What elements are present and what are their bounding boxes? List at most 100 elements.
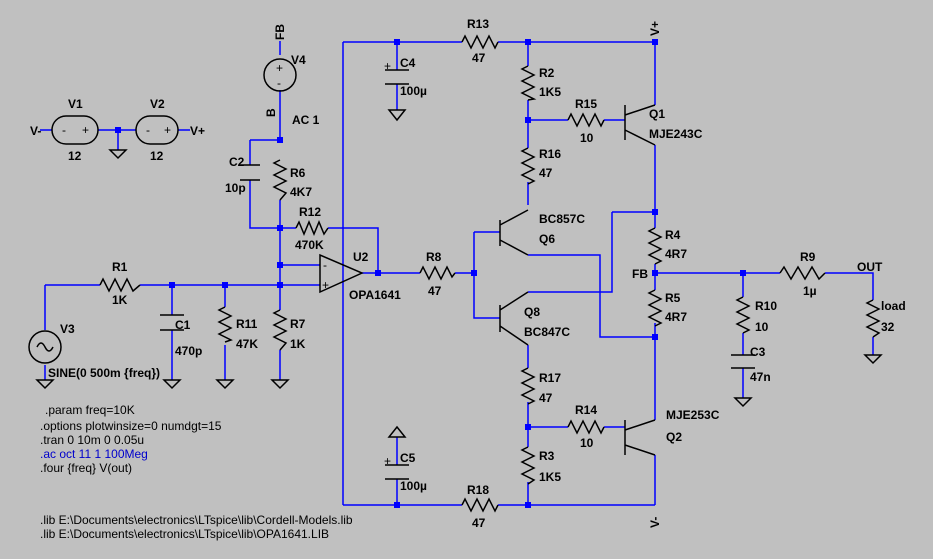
- junctions: [115, 39, 746, 508]
- v4-value: AC 1: [292, 113, 320, 127]
- c3-name: C3: [750, 345, 766, 359]
- capacitor-c2[interactable]: [240, 164, 260, 181]
- directive-options: .options plotwinsize=0 numdgt=15: [40, 419, 222, 433]
- fb-label-top: FB: [273, 24, 287, 40]
- directive-four: .four {freq} V(out): [40, 461, 132, 475]
- q2-name: Q2: [666, 430, 682, 444]
- svg-text:-: -: [146, 123, 150, 137]
- resistor-r1[interactable]: [99, 277, 141, 293]
- resistor-r15[interactable]: [567, 112, 605, 128]
- out-label: OUT: [857, 260, 883, 274]
- c4-value: 100µ: [400, 84, 427, 98]
- resistor-r17[interactable]: [520, 367, 536, 405]
- q2-part: MJE253C: [666, 408, 720, 422]
- r7-value: 1K: [290, 337, 306, 351]
- r5-name: R5: [665, 291, 681, 305]
- resistor-r14[interactable]: [567, 419, 605, 435]
- spice-directives[interactable]: .param freq=10K .options plotwinsize=0 n…: [40, 403, 353, 541]
- r9-name: R9: [800, 250, 816, 264]
- svg-text:+: +: [82, 123, 89, 137]
- capacitor-c5[interactable]: +: [384, 454, 409, 480]
- capacitor-c4[interactable]: +: [384, 59, 409, 85]
- r4-name: R4: [665, 228, 681, 242]
- v1-name: V1: [68, 97, 83, 111]
- c1-value: 470p: [175, 344, 202, 358]
- r11-name: R11: [236, 317, 258, 331]
- c5-name: C5: [400, 451, 416, 465]
- load-value: 32: [881, 320, 895, 334]
- resistor-r10[interactable]: [735, 296, 751, 334]
- component-labels: FB V4 B AC 1 C4 100µ R13 47 V+ R2 1K5 R1…: [30, 17, 906, 530]
- resistor-r2[interactable]: [520, 65, 537, 101]
- q8-name: Q8: [524, 305, 540, 319]
- resistor-r6[interactable]: [272, 159, 288, 201]
- capacitor-c1[interactable]: [160, 314, 184, 331]
- c1-name: C1: [175, 318, 191, 332]
- r17-name: R17: [539, 371, 561, 385]
- r16-value: 47: [539, 166, 553, 180]
- c3-value: 47n: [750, 370, 771, 384]
- q1-value: MJE243C: [649, 127, 703, 141]
- source-v3[interactable]: [28, 330, 62, 364]
- r15-name: R15: [575, 97, 597, 111]
- r13-name: R13: [467, 17, 489, 31]
- r12-value: 470K: [295, 238, 324, 252]
- c2-name: C2: [229, 155, 245, 169]
- resistor-r12[interactable]: [295, 220, 329, 236]
- resistor-r18[interactable]: [461, 497, 499, 513]
- r6-value: 4K7: [290, 185, 312, 199]
- svg-text:+: +: [164, 123, 171, 137]
- v4-node: B: [264, 108, 278, 117]
- directive-lib-cordell: .lib E:\Documents\electronics\LTspice\li…: [40, 513, 353, 527]
- svg-text:+: +: [384, 454, 391, 468]
- source-v1[interactable]: - +: [51, 115, 99, 145]
- source-v4[interactable]: + -: [263, 58, 297, 92]
- resistor-r4[interactable]: [647, 227, 663, 265]
- r6-name: R6: [290, 166, 306, 180]
- c5-value: 100µ: [400, 479, 427, 493]
- capacitor-c3[interactable]: [731, 354, 755, 369]
- resistor-r16[interactable]: [520, 147, 536, 185]
- transistor-q2[interactable]: [624, 419, 656, 456]
- r16-name: R16: [539, 147, 561, 161]
- r2-value: 1K5: [539, 85, 561, 99]
- q1-name: Q1: [649, 107, 665, 121]
- v1-value: 12: [68, 149, 82, 163]
- transistor-q8[interactable]: [499, 291, 529, 346]
- load-name: load: [881, 299, 906, 313]
- resistor-r5[interactable]: [647, 289, 663, 327]
- r8-value: 47: [428, 284, 442, 298]
- resistor-r3[interactable]: [520, 446, 536, 485]
- ground-symbols: [35, 109, 883, 438]
- source-v2[interactable]: - +: [135, 115, 179, 145]
- resistor-r13[interactable]: [461, 34, 499, 50]
- transistor-q6[interactable]: [499, 209, 529, 256]
- r10-value: 10: [755, 320, 769, 334]
- r7-name: R7: [290, 317, 306, 331]
- resistor-load[interactable]: [865, 299, 881, 338]
- vplus-left: V+: [190, 124, 205, 138]
- resistor-r8[interactable]: [419, 265, 456, 281]
- resistor-r11[interactable]: [217, 306, 233, 343]
- v3-value: SINE(0 500m {freq}): [48, 366, 160, 380]
- r9-value: 1µ: [803, 284, 817, 298]
- vminus-left: V-: [30, 124, 41, 138]
- resistor-r7[interactable]: [272, 309, 288, 351]
- r18-name: R18: [467, 483, 489, 497]
- directive-tran: .tran 0 10m 0 0.05u: [40, 433, 144, 447]
- resistor-r9[interactable]: [779, 265, 826, 281]
- directive-ac: .ac oct 11 1 100Meg: [40, 447, 148, 461]
- svg-text:-: -: [277, 76, 281, 90]
- svg-text:+: +: [322, 278, 329, 292]
- directive-param: .param freq=10K: [45, 403, 135, 417]
- fb-label-mid: FB: [632, 267, 648, 281]
- transistor-q1[interactable]: [624, 104, 656, 146]
- r18-value: 47: [472, 516, 486, 530]
- r17-value: 47: [539, 391, 553, 405]
- opamp-u2[interactable]: - +: [319, 253, 364, 294]
- r12-name: R12: [299, 205, 321, 219]
- r3-name: R3: [539, 449, 555, 463]
- r2-name: R2: [539, 66, 555, 80]
- r14-name: R14: [575, 403, 597, 417]
